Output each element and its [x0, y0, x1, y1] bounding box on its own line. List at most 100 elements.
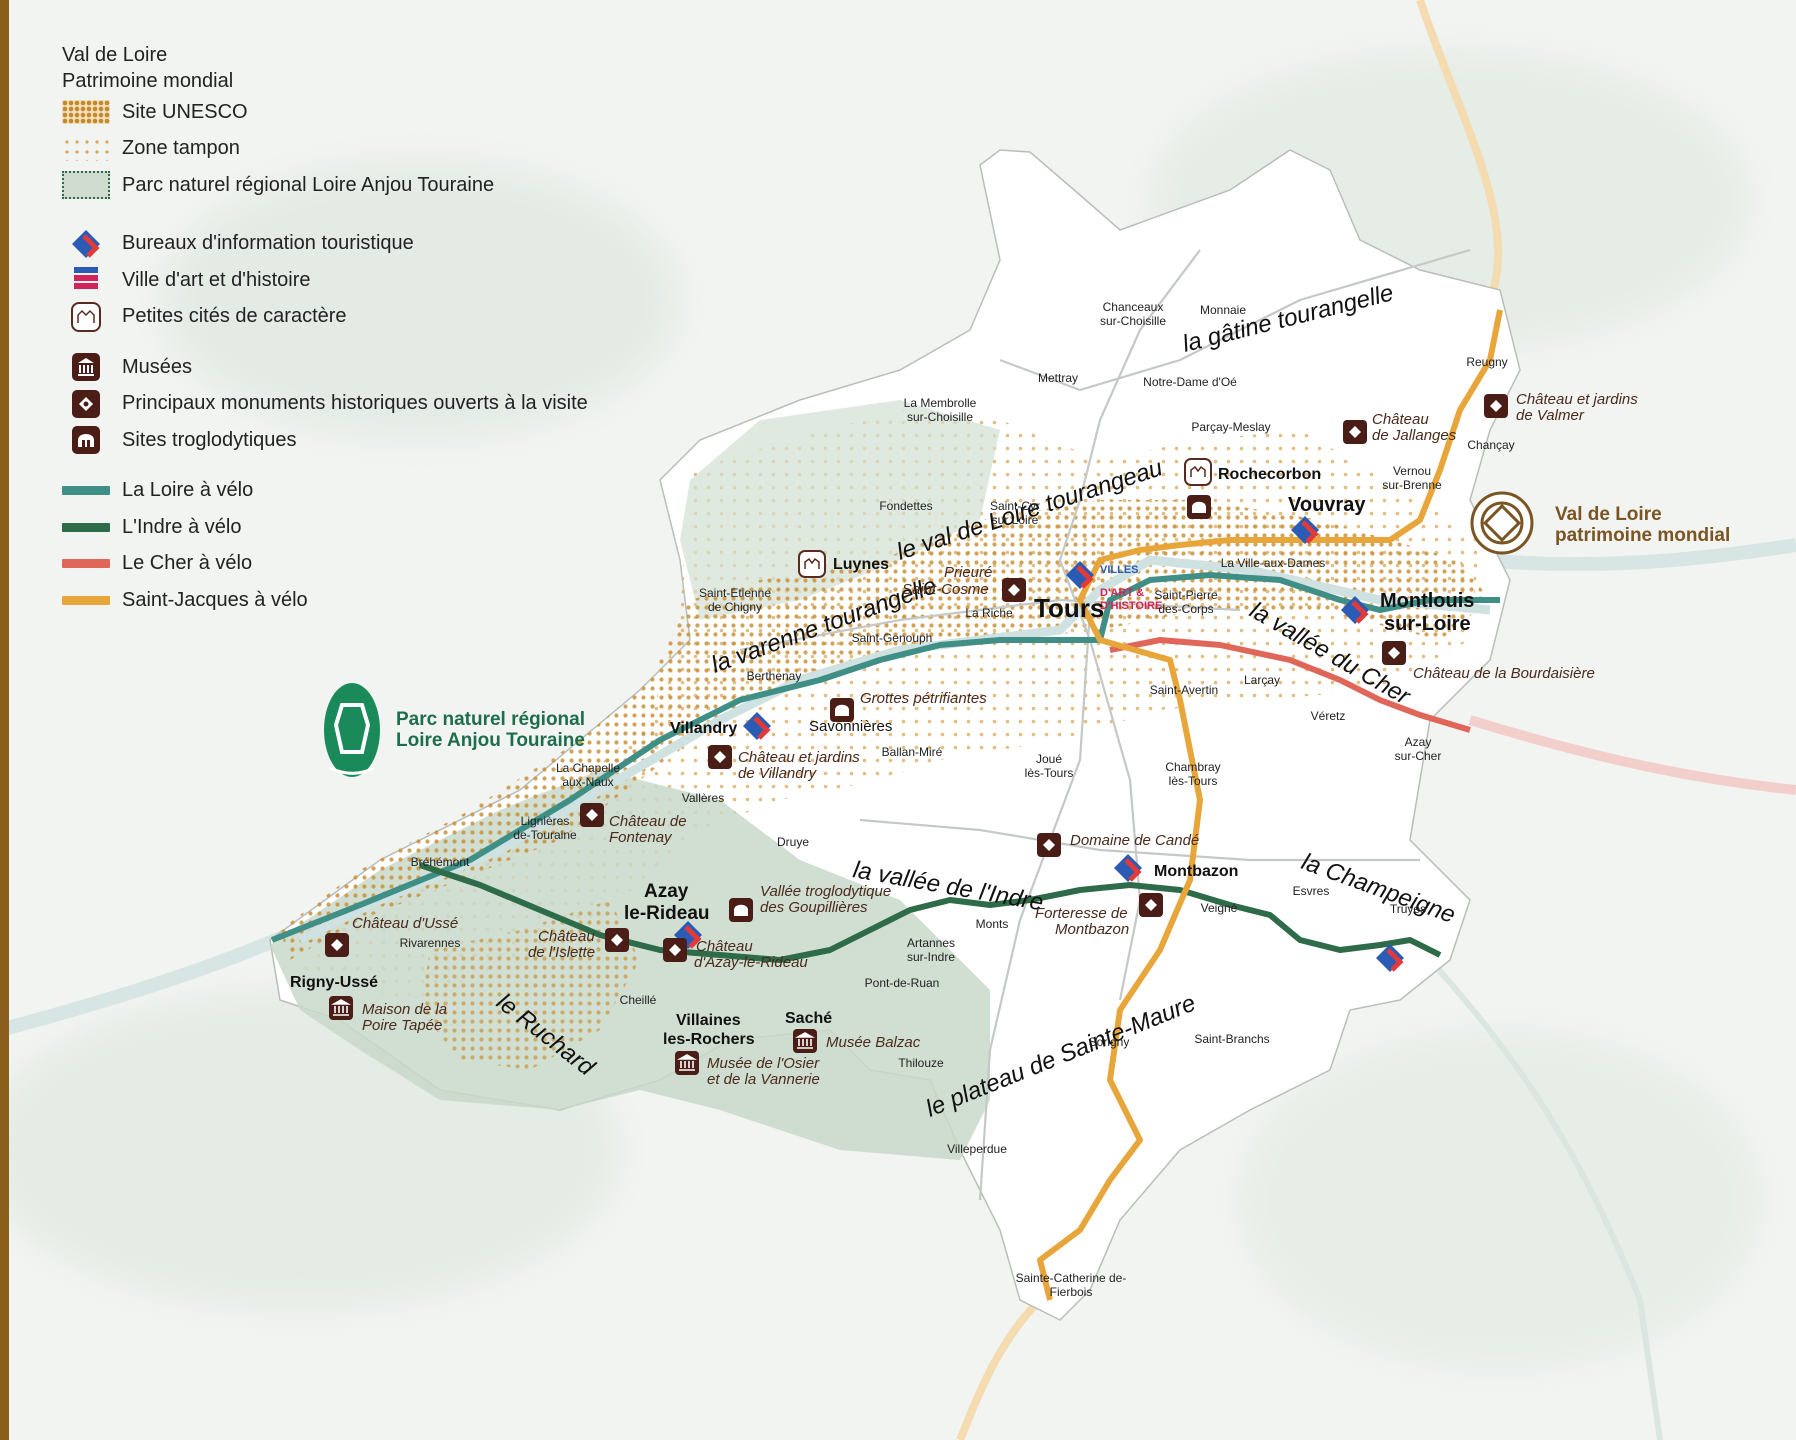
legend-cher-velo: Le Cher à vélo — [62, 546, 662, 583]
tourist-office-icon — [743, 712, 771, 740]
town-label: Saint-Pierre — [1154, 588, 1218, 602]
vah-line2: D'ART & — [1100, 587, 1144, 599]
site-label: Musée Balzac — [826, 1034, 921, 1051]
monument-icon — [72, 389, 100, 418]
monument-icon — [605, 928, 629, 952]
town-label: Sainte-Catherine de- — [1016, 1271, 1127, 1285]
legend-ville-art: Ville d'art et d'histoire — [62, 262, 662, 299]
town-label: sur-Choisille — [907, 410, 973, 424]
town-label: de-Touraine — [513, 828, 577, 842]
town-label: Reugny — [1466, 355, 1507, 369]
town-label: Vallères — [682, 791, 724, 805]
site-label: Forteresse de — [1035, 905, 1128, 922]
indre-a-velo-route — [419, 862, 1442, 963]
town-label: Monnaie — [1200, 303, 1246, 317]
town-label: Notre-Dame d'Oé — [1143, 375, 1237, 389]
town-label: lès-Tours — [1025, 766, 1074, 780]
site-label: Grottes pétrifiantes — [860, 690, 987, 707]
town-label: Rivarennes — [400, 936, 461, 950]
saint-jacques-a-velo-route — [1037, 309, 1503, 1301]
troglo-icon — [1187, 495, 1211, 519]
site-label: de l'Islette — [528, 944, 595, 961]
troglo-icon — [729, 898, 753, 922]
place-savonnieres: Savonnières — [809, 718, 892, 735]
monument-icon — [325, 933, 349, 957]
petite-cite-icon — [71, 301, 101, 332]
town-label: Fierbois — [1050, 1285, 1093, 1299]
legend-musees: Musées — [62, 349, 662, 386]
tourist-office-icon — [1114, 854, 1142, 882]
parc-area-north — [680, 400, 1000, 620]
town-label: Chambray — [1165, 760, 1220, 774]
town-label: Saint-Etienne — [699, 586, 771, 600]
town-label: Monts — [976, 917, 1009, 931]
museum-icon — [675, 1051, 699, 1075]
monument-icon — [663, 938, 687, 962]
monument-icon — [708, 745, 732, 769]
site-label: Vallée troglodytique — [760, 883, 891, 900]
petite-cite-icon — [1184, 458, 1212, 486]
place-villaines-1: Villaines — [676, 1012, 741, 1029]
town-label: Veigné — [1201, 901, 1238, 915]
site-label: Poire Tapée — [362, 1017, 442, 1034]
site-label: Musée de l'Osier — [707, 1055, 820, 1072]
town-label: Cheillé — [620, 993, 657, 1007]
parc-logo-line1: Parc naturel régional — [396, 709, 585, 730]
town-label: lès-Tours — [1169, 774, 1218, 788]
monument-icon — [1484, 394, 1508, 418]
unesco-logo-line1: Val de Loire — [1555, 504, 1662, 525]
parc-swatch — [62, 171, 110, 200]
troglo-icon — [72, 426, 100, 455]
place-luynes: Luynes — [833, 556, 889, 573]
town-label: sur-Indre — [907, 950, 955, 964]
town-label: Ballan-Miré — [882, 745, 943, 759]
unesco-site — [280, 500, 1490, 960]
legend: Val de Loire Patrimoine mondial Site UNE… — [62, 42, 662, 619]
museum-icon — [793, 1029, 817, 1053]
legend-unesco: Site UNESCO — [62, 94, 662, 131]
town-label: Mettray — [1038, 371, 1078, 385]
unesco-site-south — [420, 900, 640, 1070]
legend-indre-velo: L'Indre à vélo — [62, 509, 662, 546]
town-label: Berthenay — [747, 669, 802, 683]
town-label: Saint-Genouph — [852, 631, 933, 645]
town-label: Pont-de-Ruan — [865, 976, 940, 990]
major-place-labels: Tours Vouvray Montlouis sur-Loire Luynes… — [290, 466, 1474, 1048]
place-azay-2: le-Rideau — [624, 903, 710, 924]
site-labels: Château et jardins de Valmer Château de … — [352, 391, 1638, 1088]
place-sache: Saché — [785, 1010, 832, 1027]
legend-stjacques-velo: Saint-Jacques à vélo — [62, 582, 662, 619]
site-label: Prieuré — [944, 564, 992, 581]
parc-logo-line2: Loire Anjou Touraine — [396, 730, 585, 751]
legend-monuments: Principaux monuments historiques ouverts… — [62, 386, 662, 423]
town-label: La Chapelle — [556, 761, 620, 775]
legend-loire-velo: La Loire à vélo — [62, 473, 662, 510]
site-label: et de la Vannerie — [707, 1071, 820, 1088]
stjacques-swatch — [62, 595, 110, 605]
town-label: Truyes — [1390, 902, 1426, 916]
place-villaines-2: les-Rochers — [663, 1031, 755, 1048]
place-rigny: Rigny-Ussé — [290, 974, 378, 991]
town-label: La Membrolle — [904, 396, 977, 410]
legend-petites-cites: Petites cités de caractère — [62, 299, 662, 336]
site-label: Château — [696, 938, 753, 955]
indre-swatch — [62, 522, 110, 532]
petite-cite-icon — [798, 550, 826, 578]
tourist-office-icon — [1291, 516, 1319, 544]
site-label: de Jallanges — [1372, 427, 1457, 444]
unesco-swatch — [62, 100, 110, 125]
town-label: Thilouze — [898, 1056, 944, 1070]
site-label: Fontenay — [609, 829, 673, 846]
monument-icon — [1002, 578, 1026, 602]
site-label: d'Azay-le-Rideau — [694, 954, 808, 971]
place-montlouis-2: sur-Loire — [1384, 613, 1471, 635]
town-label: sur-Choisille — [1100, 314, 1166, 328]
legend-troglo: Sites troglodytiques — [62, 422, 662, 459]
site-label: Domaine de Candé — [1070, 832, 1199, 849]
site-label: de Valmer — [1516, 407, 1585, 424]
town-label: Véretz — [1311, 709, 1346, 723]
town-label: Saint-Cyr — [990, 499, 1040, 513]
parc-logo: Parc naturel régional Loire Anjou Tourai… — [324, 683, 585, 777]
